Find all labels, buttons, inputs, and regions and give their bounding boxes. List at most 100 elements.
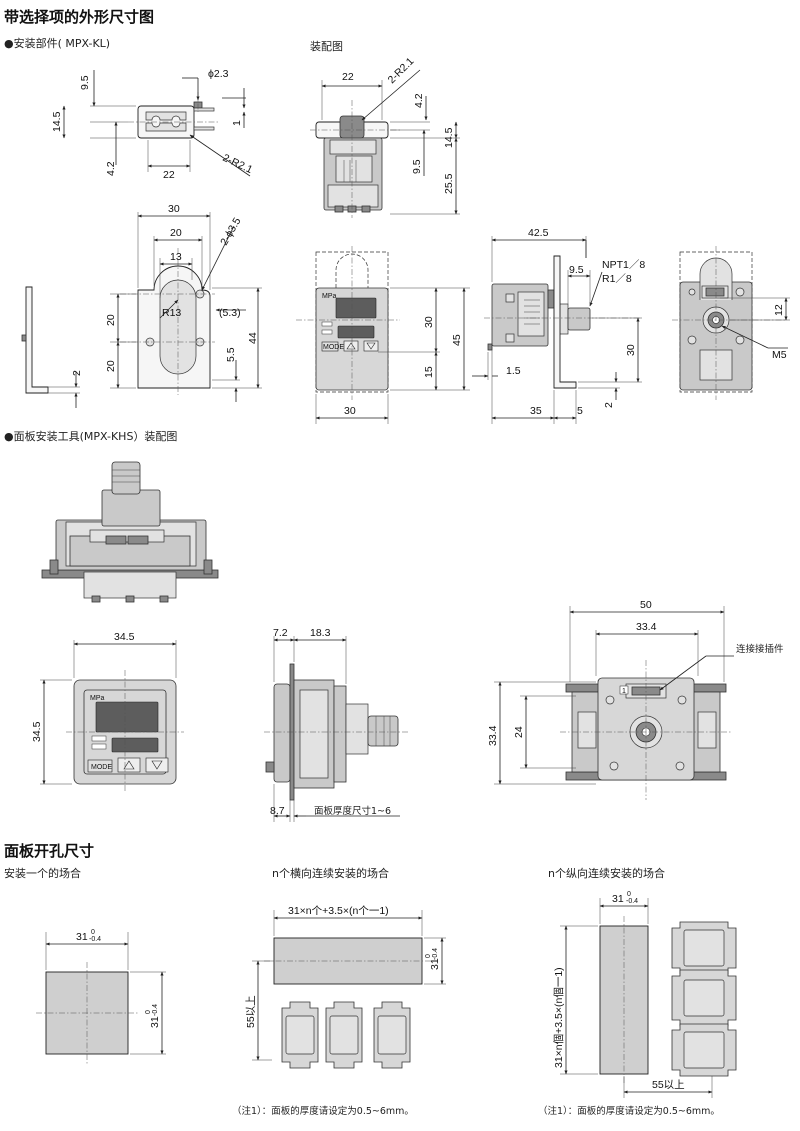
sensor-side-dim-42-5: 42.5 [528, 227, 549, 239]
vertical-sensor-2 [671, 969, 737, 1027]
vertical-sensor-3 [671, 1023, 737, 1077]
bracket-top-view: ϕ2.3 9.5 14.5 1 4.2 22 2-R2.1 [51, 68, 255, 181]
cutout-vertical-gap: 55以上 [652, 1079, 685, 1091]
sensor-front-unit: MPa [322, 293, 337, 300]
bracket-front-dim-44: 44 [247, 332, 259, 344]
dim-14-5: 14.5 [51, 111, 63, 132]
panel-side-view: 7.2 18.3 8.7 面板厚度尺寸1~6 [264, 627, 408, 822]
panel-dim-7-2: 7.2 [273, 627, 288, 639]
dim-22: 22 [163, 169, 175, 181]
sensor-back-m5: M5 [772, 349, 787, 361]
assembly-top-view: 22 2-R2.1 4.2 14.5 9.5 25.5 [310, 55, 460, 218]
bracket-front-dim-13: 13 [170, 251, 182, 263]
panel-assembly-top [41, 461, 219, 603]
panel-back-dim-33-4w: 33.4 [636, 621, 657, 633]
sensor-side-view: 42.5 NPT1／8 R1／8 9.5 1.5 35 5 30 2 [472, 227, 645, 424]
sensor-side-dim-30: 30 [625, 344, 637, 356]
bracket-section-label: ●安装部件( MPX-KL) [4, 36, 110, 50]
bracket-front-dim-20a: 20 [105, 314, 117, 326]
bracket-l-dim-2: 2 [71, 370, 83, 376]
cutout-title: 面板开孔尺寸 [4, 842, 94, 860]
cutout-horizontal-caption: n个横向连续安装的场合 [272, 866, 389, 880]
assembly-dim-14-5: 14.5 [443, 127, 455, 148]
assembly-label: 装配图 [310, 40, 343, 53]
cutout-horizontal-gap: 55以上 [245, 995, 257, 1028]
bracket-front-view: 30 20 13 2-ϕ3.5 R13 (5.3) 20 20 44 5.5 [105, 203, 262, 402]
cutout-single-h-tol-lo: -0.4 [152, 1004, 159, 1016]
cutout-vertical-w: 31 [612, 893, 624, 905]
bracket-front-dim-5-3: (5.3) [219, 307, 241, 319]
bracket-front-dim-30: 30 [168, 203, 180, 215]
panel-dim-18-3: 18.3 [310, 627, 331, 639]
sensor-side-dim-2: 2 [603, 402, 615, 408]
assembly-dim-r2-1: 2-R2.1 [386, 55, 417, 86]
sensor-side-r18: R1／8 [602, 273, 632, 285]
dim-phi-2-3: ϕ2.3 [208, 68, 229, 80]
sensor-front-dim-45: 45 [451, 334, 463, 346]
assembly-dim-25-5: 25.5 [443, 173, 455, 194]
cutout-vertical: 31 0 -0.4 31×n個+3.5×(n個一1) 55以上 （注1）：面板的… [538, 891, 737, 1117]
cutout-single-h-tol-hi: 0 [145, 1010, 152, 1014]
panel-front-unit: MPa [90, 695, 105, 702]
sensor-front-mode: MODE [323, 344, 344, 351]
panel-back-dim-50: 50 [640, 599, 652, 611]
assembly-dim-4-2: 4.2 [413, 93, 425, 108]
horizontal-sensor-3 [373, 1001, 411, 1069]
horizontal-sensor-1 [281, 1001, 319, 1069]
vertical-sensor-1 [671, 921, 737, 975]
sensor-front-dim-30w: 30 [344, 405, 356, 417]
cutout-vertical-note: （注1）：面板的厚度请设定为0.5~6mm。 [538, 1105, 720, 1117]
sensor-side-dim-35: 35 [530, 405, 542, 417]
horizontal-sensor-2 [325, 1001, 363, 1069]
panel-back-connector-label: 连接接插件 [736, 643, 784, 655]
sensor-side-dim-9-5: 9.5 [569, 264, 584, 276]
cutout-single-h: 31 [149, 1016, 161, 1028]
bracket-front-dim-20: 20 [170, 227, 182, 239]
dim-r2-1: 2-R2.1 [221, 152, 255, 176]
dim-9-5: 9.5 [79, 75, 91, 90]
cutout-horizontal-h: 31 [429, 958, 441, 970]
cutout-horizontal-tol-lo: -0.4 [432, 948, 439, 960]
page-title: 带选择项的外形尺寸图 [4, 8, 154, 26]
cutout-single-w: 31 [76, 931, 88, 943]
bracket-front-dim-r13: R13 [162, 307, 181, 319]
panel-section-label: ●面板安装工具(MPX-KHS）装配图 [4, 429, 177, 443]
bracket-front-dim-phi-3-5: 2-ϕ3.5 [218, 216, 243, 248]
bracket-l-side: 2 [21, 286, 83, 408]
assembly-dim-9-5: 9.5 [411, 159, 423, 174]
dim-4-2: 4.2 [105, 161, 117, 176]
sensor-side-npt: NPT1／8 [602, 259, 645, 271]
sensor-back-view: 12 M5 [672, 246, 790, 400]
sensor-side-dim-1-5: 1.5 [506, 365, 521, 377]
sensor-back-dim-12: 12 [773, 304, 785, 316]
cutout-horizontal: 31×n个+3.5×(n个一1) 31 0 -0.4 55以上 （注1）：面板的… [232, 905, 446, 1117]
sensor-front-dim-15: 15 [423, 366, 435, 378]
sensor-front-view: MPa MODE 30 30 15 45 [296, 246, 470, 424]
panel-dim-34-5w: 34.5 [114, 631, 135, 643]
cutout-horizontal-tol-hi: 0 [425, 954, 432, 958]
cutout-single-w-tol-hi: 0 [91, 929, 95, 936]
panel-back-connector-number: 1 [622, 688, 626, 695]
panel-dim-8-7: 8.7 [270, 805, 285, 817]
cutout-single-caption: 安装一个的场合 [4, 866, 81, 880]
panel-back-dim-24: 24 [513, 726, 525, 738]
bracket-front-dim-20b: 20 [105, 360, 117, 372]
panel-front-view: MPa MODE 34.5 34.5 [31, 631, 184, 792]
cutout-horizontal-formula: 31×n个+3.5×(n个一1) [288, 905, 389, 917]
panel-thickness-label: 面板厚度尺寸1~6 [314, 805, 391, 817]
dim-1: 1 [231, 120, 243, 126]
panel-back-view: 1 50 33.4 连接接插件 33.4 24 [487, 599, 784, 800]
cutout-vertical-caption: n个纵向连续安装的场合 [548, 866, 665, 880]
sensor-front-dim-30: 30 [423, 316, 435, 328]
cutout-single-w-tol-lo: -0.4 [89, 936, 101, 943]
panel-back-dim-33-4h: 33.4 [487, 725, 499, 746]
sensor-side-dim-5: 5 [577, 405, 583, 417]
cutout-vertical-formula: 31×n個+3.5×(n個一1) [552, 967, 565, 1068]
cutout-vertical-tol-lo: -0.4 [626, 898, 638, 905]
bracket-front-dim-5-5: 5.5 [225, 347, 237, 362]
cutout-vertical-tol-hi: 0 [627, 891, 631, 898]
assembly-dim-22: 22 [342, 71, 354, 83]
panel-front-mode: MODE [91, 764, 112, 771]
cutout-single: 31 0 -0.4 31 0 -0.4 [36, 929, 166, 1064]
